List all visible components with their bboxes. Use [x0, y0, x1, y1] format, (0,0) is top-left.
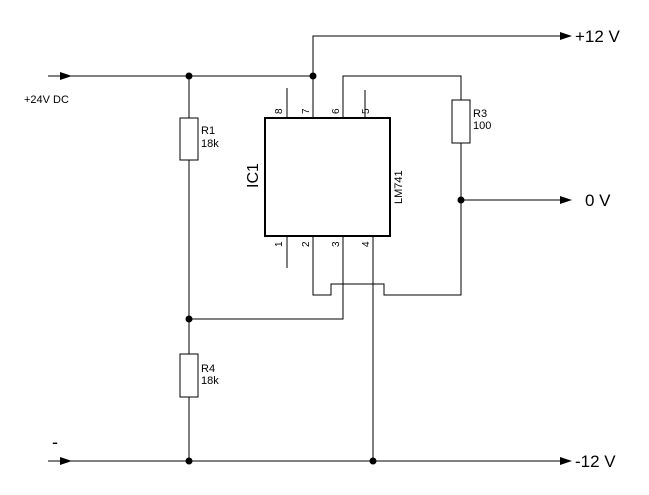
wire-pin3-to-divider: [189, 236, 344, 320]
arrow-plus12: [560, 32, 572, 40]
label-r4-ref: R4: [201, 363, 215, 375]
junction-dot: [457, 196, 465, 204]
junction-dot: [309, 72, 317, 80]
label-zero: 0 V: [585, 191, 611, 210]
resistor-r4: [179, 353, 199, 398]
label-r3-ref: R3: [473, 108, 487, 120]
pin-number-4: 4: [361, 241, 372, 247]
junction-dot: [185, 72, 193, 80]
pin-number-5: 5: [361, 108, 372, 114]
arrow-input-minus: [60, 457, 72, 465]
label-r1-value: 18k: [201, 138, 219, 150]
arrow-minus12: [560, 457, 572, 465]
label-input-minus: -: [52, 432, 58, 452]
junction-dot: [185, 315, 193, 323]
resistor-r1: [179, 117, 199, 161]
arrow-zero: [560, 196, 572, 204]
pin-number-3: 3: [331, 241, 342, 247]
label-r1-ref: R1: [201, 125, 215, 137]
wires: [48, 35, 560, 462]
label-r4-value: 18k: [201, 375, 219, 387]
label-plus12: +12 V: [575, 27, 621, 46]
resistor-r3: [451, 99, 471, 144]
ic-body: [264, 117, 391, 237]
label-minus12: -12 V: [575, 452, 616, 471]
junctions: [185, 72, 465, 465]
pin-number-1: 1: [274, 241, 285, 247]
arrow-input-plus: [60, 72, 72, 80]
label-input-plus: +24V DC: [24, 94, 69, 106]
wire-pin6-to-r3: [342, 75, 462, 118]
junction-dot: [185, 457, 193, 465]
pin-number-7: 7: [301, 108, 312, 114]
pin-number-2: 2: [301, 241, 312, 247]
pin-number-8: 8: [274, 108, 285, 114]
arrows: [60, 32, 572, 465]
label-ic-ref: IC1: [245, 163, 262, 188]
label-r3-value: 100: [473, 120, 491, 132]
label-ic-part: LM741: [393, 170, 405, 204]
wire-plus12-rail: [312, 35, 560, 76]
pin-number-6: 6: [331, 108, 342, 114]
wire-r3-to-feedback: [312, 143, 462, 296]
junction-dot: [369, 457, 377, 465]
